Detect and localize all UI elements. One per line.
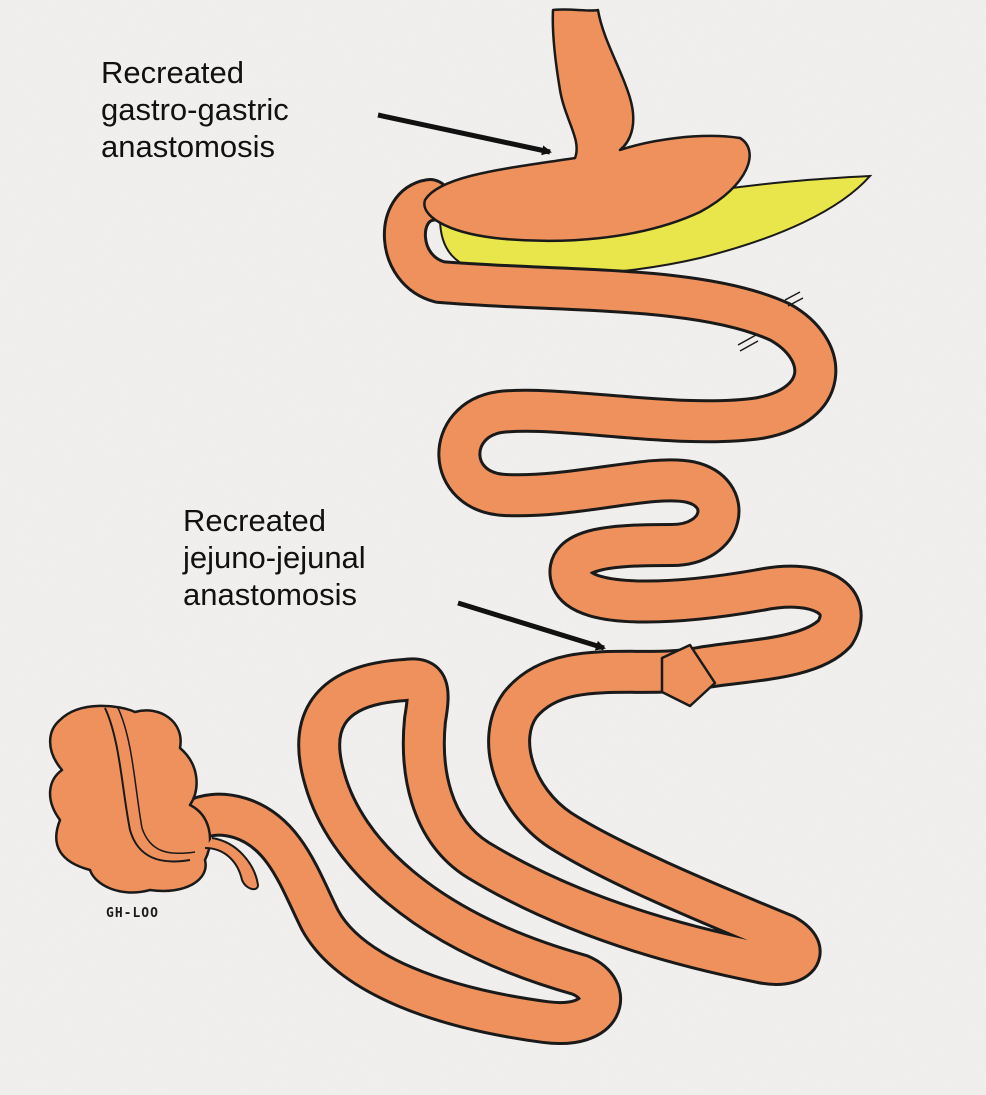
gastro-label-line-2: gastro-gastric <box>101 92 289 127</box>
suture-mark <box>784 291 804 307</box>
appendix <box>204 837 260 891</box>
gastro-label-line-1: Recreated <box>101 55 245 90</box>
gastro-label-line-3: anastomosis <box>101 129 276 164</box>
stomach <box>423 8 751 243</box>
artist-signature: GH-LOO <box>106 906 159 921</box>
jejunal-anastomosis <box>660 643 717 708</box>
taenia-line-2 <box>117 707 196 855</box>
jejuno-jejunal-label: Recreated jejuno-jejunal anastomosis <box>183 502 366 613</box>
small-bowel <box>173 178 863 1046</box>
cecum <box>48 704 212 894</box>
taenia-line <box>104 707 191 863</box>
arrow-jejuno-jejunal <box>457 600 606 651</box>
suture-mark <box>737 334 759 352</box>
jejuno-label-line-1: Recreated <box>183 503 327 538</box>
jejuno-label-line-2: jejuno-jejunal <box>183 540 366 575</box>
jejuno-label-line-3: anastomosis <box>183 577 358 612</box>
arrow-gastro-gastric <box>377 112 552 156</box>
gastro-gastric-label: Recreated gastro-gastric anastomosis <box>101 54 289 165</box>
